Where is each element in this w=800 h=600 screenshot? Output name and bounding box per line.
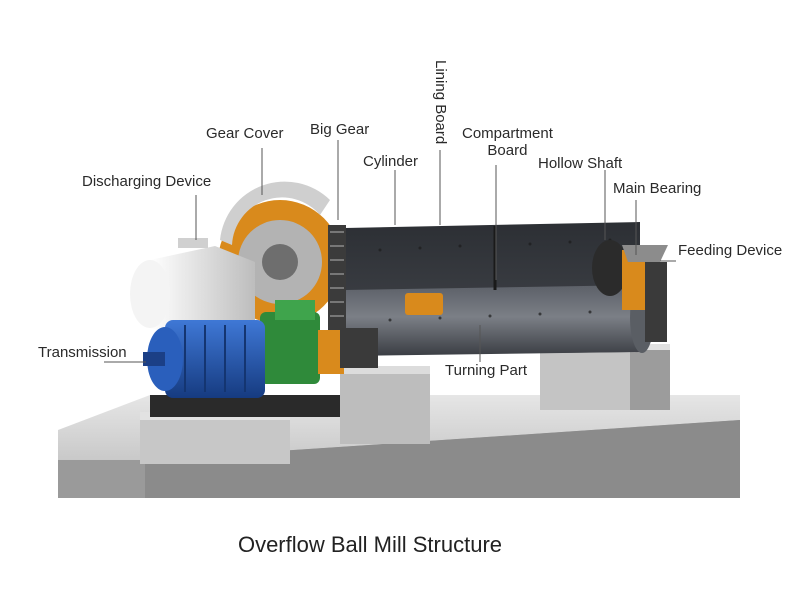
label-lining-board: Lining Board — [432, 60, 449, 145]
drive-motor — [143, 320, 265, 398]
cylinder-flange — [405, 293, 443, 315]
discharge-hopper — [130, 238, 255, 340]
reducer-gearbox — [260, 300, 344, 384]
label-turning-part: Turning Part — [445, 362, 527, 379]
pinion-housing — [340, 328, 378, 368]
label-compartment-board: Compartment Board — [462, 125, 553, 159]
label-gear-cover: Gear Cover — [206, 125, 284, 142]
diagram-caption: Overflow Ball Mill Structure — [237, 532, 503, 557]
leader-lines — [104, 140, 676, 363]
label-discharging-device: Discharging Device — [82, 173, 212, 190]
motor-base-frame — [150, 395, 340, 417]
label-feeding-device: Feeding Device — [678, 242, 783, 259]
label-big-gear: Big Gear — [310, 121, 370, 138]
label-hollow-shaft: Hollow Shaft — [538, 155, 623, 172]
label-main-bearing: Main Bearing — [613, 180, 702, 197]
label-transmission: Transmission — [38, 344, 127, 361]
label-cylinder: Cylinder — [363, 153, 419, 170]
feed-end-bearing — [592, 240, 668, 342]
